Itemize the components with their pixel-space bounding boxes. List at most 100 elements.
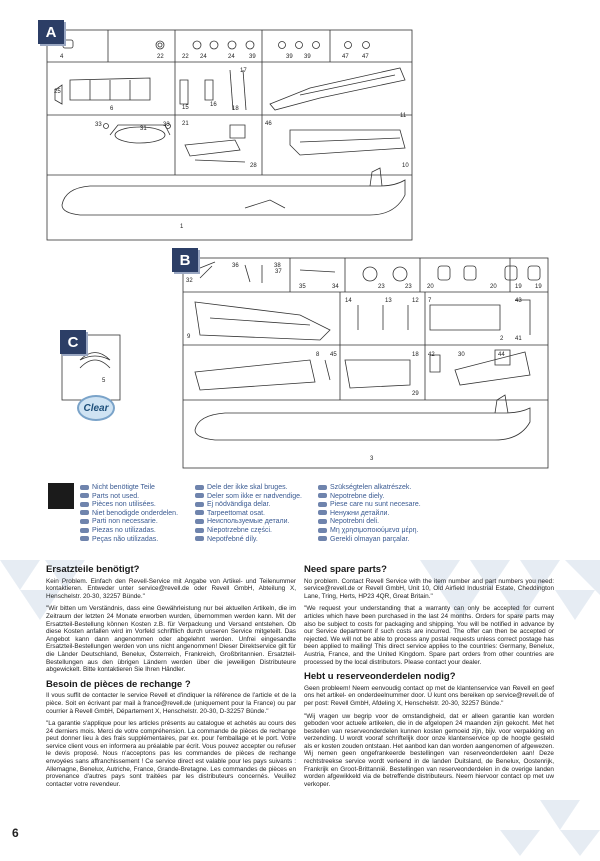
svg-text:21: 21 (182, 121, 189, 127)
unused-parts-col-2: Dele der ikke skal bruges. Deler som ikk… (195, 484, 302, 544)
svg-text:25: 25 (54, 89, 61, 95)
svg-text:5: 5 (102, 378, 106, 384)
svg-text:35: 35 (299, 284, 306, 290)
svg-text:9: 9 (187, 334, 191, 340)
svg-text:1: 1 (180, 224, 184, 230)
section-text-de-1: Kein Problem. Einfach den Revell-Service… (46, 577, 296, 600)
svg-text:24: 24 (200, 54, 207, 60)
svg-text:36: 36 (232, 263, 239, 269)
svg-text:2: 2 (500, 336, 504, 342)
svg-text:42: 42 (428, 352, 435, 358)
svg-text:19: 19 (535, 284, 542, 290)
unused-text: Ненужни детайли. (330, 509, 390, 517)
clear-parts-badge: Clear (77, 395, 115, 421)
unused-text: Peças não utilizadas. (92, 535, 159, 543)
svg-text:46: 46 (265, 121, 272, 127)
section-text-en-2: "We request your understanding that a wa… (304, 605, 554, 666)
svg-text:39: 39 (249, 54, 256, 60)
section-title-fr: Besoin de pièces de rechange ? (46, 678, 191, 690)
svg-text:23: 23 (405, 284, 412, 290)
unused-text: Piezas no utilizadas. (92, 526, 156, 534)
section-text-de-2: "Wir bitten um Verständnis, dass eine Ge… (46, 605, 296, 674)
unused-text: Nepotrebni deli. (330, 518, 380, 526)
unused-text: Gerekli olmayan parçalar. (330, 535, 410, 543)
svg-text:11: 11 (400, 113, 407, 119)
svg-text:28: 28 (250, 163, 257, 169)
triangle-pattern (0, 560, 600, 856)
unused-parts-col-1: Nicht benötigte Teile Parts not used. Pi… (80, 484, 178, 544)
section-title-de: Ersatzteile benötigt? (46, 564, 140, 575)
svg-text:33: 33 (95, 122, 102, 128)
svg-text:31: 31 (140, 126, 147, 132)
svg-text:43: 43 (515, 298, 522, 304)
svg-text:4: 4 (60, 54, 64, 60)
svg-text:47: 47 (362, 54, 369, 60)
svg-text:6: 6 (110, 106, 114, 112)
unused-text: Niet benodigde onderdelen. (92, 509, 179, 517)
sprue-a-frame (46, 29, 413, 241)
svg-text:17: 17 (240, 68, 247, 74)
unused-text: Nepotřebné díly. (207, 535, 258, 543)
unused-text: Μη χρησιμοποιούμενα μέρη. (330, 526, 419, 534)
svg-text:20: 20 (490, 284, 497, 290)
sprue-b-badge: B (172, 248, 198, 272)
section-text-fr-1: Il vous suffit de contacter le service R… (46, 692, 296, 715)
sprue-b-frame (182, 257, 549, 469)
svg-text:39: 39 (286, 54, 293, 60)
section-text-en-1: No problem. Contact Revell Service with … (304, 577, 554, 600)
page-number: 6 (12, 826, 19, 840)
svg-text:41: 41 (515, 336, 522, 342)
unused-text: Ej nödvändiga delar. (207, 501, 271, 509)
unused-parts-col-3: Szükségtelen alkatrészek. Nepotrebne die… (318, 484, 421, 544)
svg-text:47: 47 (342, 54, 349, 60)
unused-text: Parts not used. (92, 492, 140, 500)
column-left: Ersatzteile benötigt? Kein Problem. Einf… (46, 564, 296, 793)
unused-text: Nepotrebne diely. (330, 492, 385, 500)
svg-text:30: 30 (458, 352, 465, 358)
svg-text:39: 39 (304, 54, 311, 60)
section-title-en: Need spare parts? (304, 564, 387, 575)
unused-text: Dele der ikke skal bruges. (207, 484, 288, 491)
svg-text:15: 15 (182, 105, 189, 111)
svg-text:12: 12 (412, 298, 419, 304)
svg-text:20: 20 (427, 284, 434, 290)
unused-text: Pièces non utilisées. (92, 501, 156, 509)
svg-text:14: 14 (345, 298, 352, 304)
svg-text:37: 37 (275, 269, 282, 275)
unused-text: Deler som ikke er nødvendige. (207, 492, 302, 500)
sprue-a-badge: A (38, 20, 64, 44)
svg-text:34: 34 (332, 284, 339, 290)
section-text-nl-1: Geen probleem! Neem eenvoudig contact op… (304, 684, 554, 707)
svg-text:33: 33 (163, 122, 170, 128)
sprue-c-badge: C (60, 330, 86, 354)
column-right: Need spare parts? No problem. Contact Re… (304, 564, 554, 793)
unused-text: Szükségtelen alkatrészek. (330, 484, 412, 491)
svg-text:24: 24 (228, 54, 235, 60)
svg-text:8: 8 (316, 352, 320, 358)
unused-text: Parti non necessarie. (92, 518, 158, 526)
unused-text: Nicht benötigte Teile (92, 484, 155, 491)
svg-text:22: 22 (182, 54, 189, 60)
svg-text:45: 45 (330, 352, 337, 358)
svg-text:44: 44 (498, 352, 505, 358)
svg-text:3: 3 (370, 456, 374, 462)
svg-text:10: 10 (402, 163, 409, 169)
svg-text:18: 18 (232, 106, 239, 112)
section-title-nl: Hebt u reserveonderdelen nodig? (304, 671, 456, 683)
svg-text:18: 18 (412, 352, 419, 358)
svg-text:29: 29 (412, 391, 419, 397)
text-background (0, 560, 600, 856)
svg-text:22: 22 (157, 54, 164, 60)
svg-text:7: 7 (428, 298, 432, 304)
svg-text:16: 16 (210, 102, 217, 108)
unused-parts-swatch (48, 483, 74, 509)
svg-text:23: 23 (378, 284, 385, 290)
unused-text: Piese care nu sunt necesare. (330, 501, 421, 509)
unused-text: Неиспользуемые детали. (207, 518, 290, 526)
svg-text:38: 38 (274, 263, 281, 269)
svg-text:32: 32 (186, 278, 193, 284)
svg-text:19: 19 (515, 284, 522, 290)
unused-text: Tarpeettomat osat. (207, 509, 265, 517)
